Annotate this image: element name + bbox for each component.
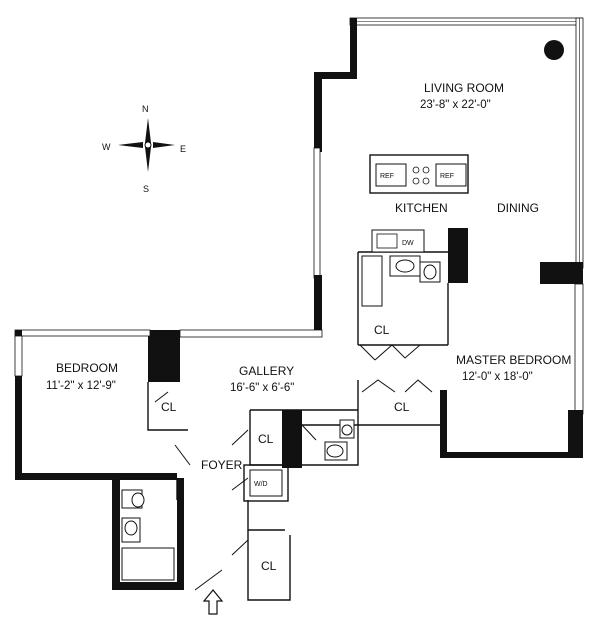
master-bath bbox=[361, 255, 441, 307]
washer-dryer-label: W/D bbox=[254, 481, 268, 488]
master-bedroom-name: MASTER BEDROOM bbox=[456, 353, 571, 367]
exterior-walls bbox=[14, 17, 584, 590]
compass-north-label: N bbox=[142, 104, 149, 114]
dining-light bbox=[544, 40, 564, 60]
compass-east-label: E bbox=[180, 144, 186, 154]
bedroom-dims: 11'-2" x 12'-9" bbox=[46, 380, 116, 392]
closet-label-entry: CL bbox=[261, 559, 277, 573]
dishwasher-label: DW bbox=[402, 240, 414, 247]
foyer-name: FOYER bbox=[201, 458, 243, 472]
gallery-name: GALLERY bbox=[239, 364, 294, 378]
living-room-dims: 23'-8" x 22'-0" bbox=[420, 99, 491, 111]
closet-label-gallery: CL bbox=[258, 432, 274, 446]
refrigerator-label-1: REF bbox=[380, 173, 394, 180]
gallery: GALLERY 16'-6" x 6'-6" bbox=[230, 364, 294, 394]
master-bedroom: MASTER BEDROOM 12'-0" x 18'-0" bbox=[456, 353, 571, 383]
bedroom: BEDROOM 11'-2" x 12'-9" bbox=[46, 361, 118, 392]
closet-label-master: CL bbox=[394, 400, 410, 414]
bedroom-name: BEDROOM bbox=[56, 361, 118, 375]
washer-dryer: W/D bbox=[249, 469, 283, 497]
closet-label-master-bath: CL bbox=[374, 323, 390, 337]
powder-room bbox=[324, 419, 355, 461]
closet-label-bedroom: CL bbox=[161, 400, 177, 414]
door-swings bbox=[154, 344, 433, 591]
living-room-name: LIVING ROOM bbox=[424, 81, 504, 95]
interior-walls bbox=[120, 251, 449, 601]
compass-south-label: S bbox=[143, 184, 149, 194]
guest-bath bbox=[121, 489, 175, 581]
kitchen-name: KITCHEN bbox=[395, 201, 448, 215]
dining-name: DINING bbox=[497, 201, 539, 215]
dishwasher: DW bbox=[371, 229, 425, 253]
compass-west-label: W bbox=[102, 142, 111, 152]
entry-arrow-icon bbox=[202, 589, 224, 615]
kitchen-island: REF REF bbox=[369, 154, 469, 194]
master-bedroom-dims: 12'-0" x 18'-0" bbox=[462, 371, 533, 383]
gallery-dims: 16'-6" x 6'-6" bbox=[230, 382, 294, 394]
refrigerator-label-2: REF bbox=[440, 173, 454, 180]
living-room: LIVING ROOM 23'-8" x 22'-0" bbox=[420, 81, 504, 111]
compass-rose: N S W E bbox=[102, 104, 186, 194]
